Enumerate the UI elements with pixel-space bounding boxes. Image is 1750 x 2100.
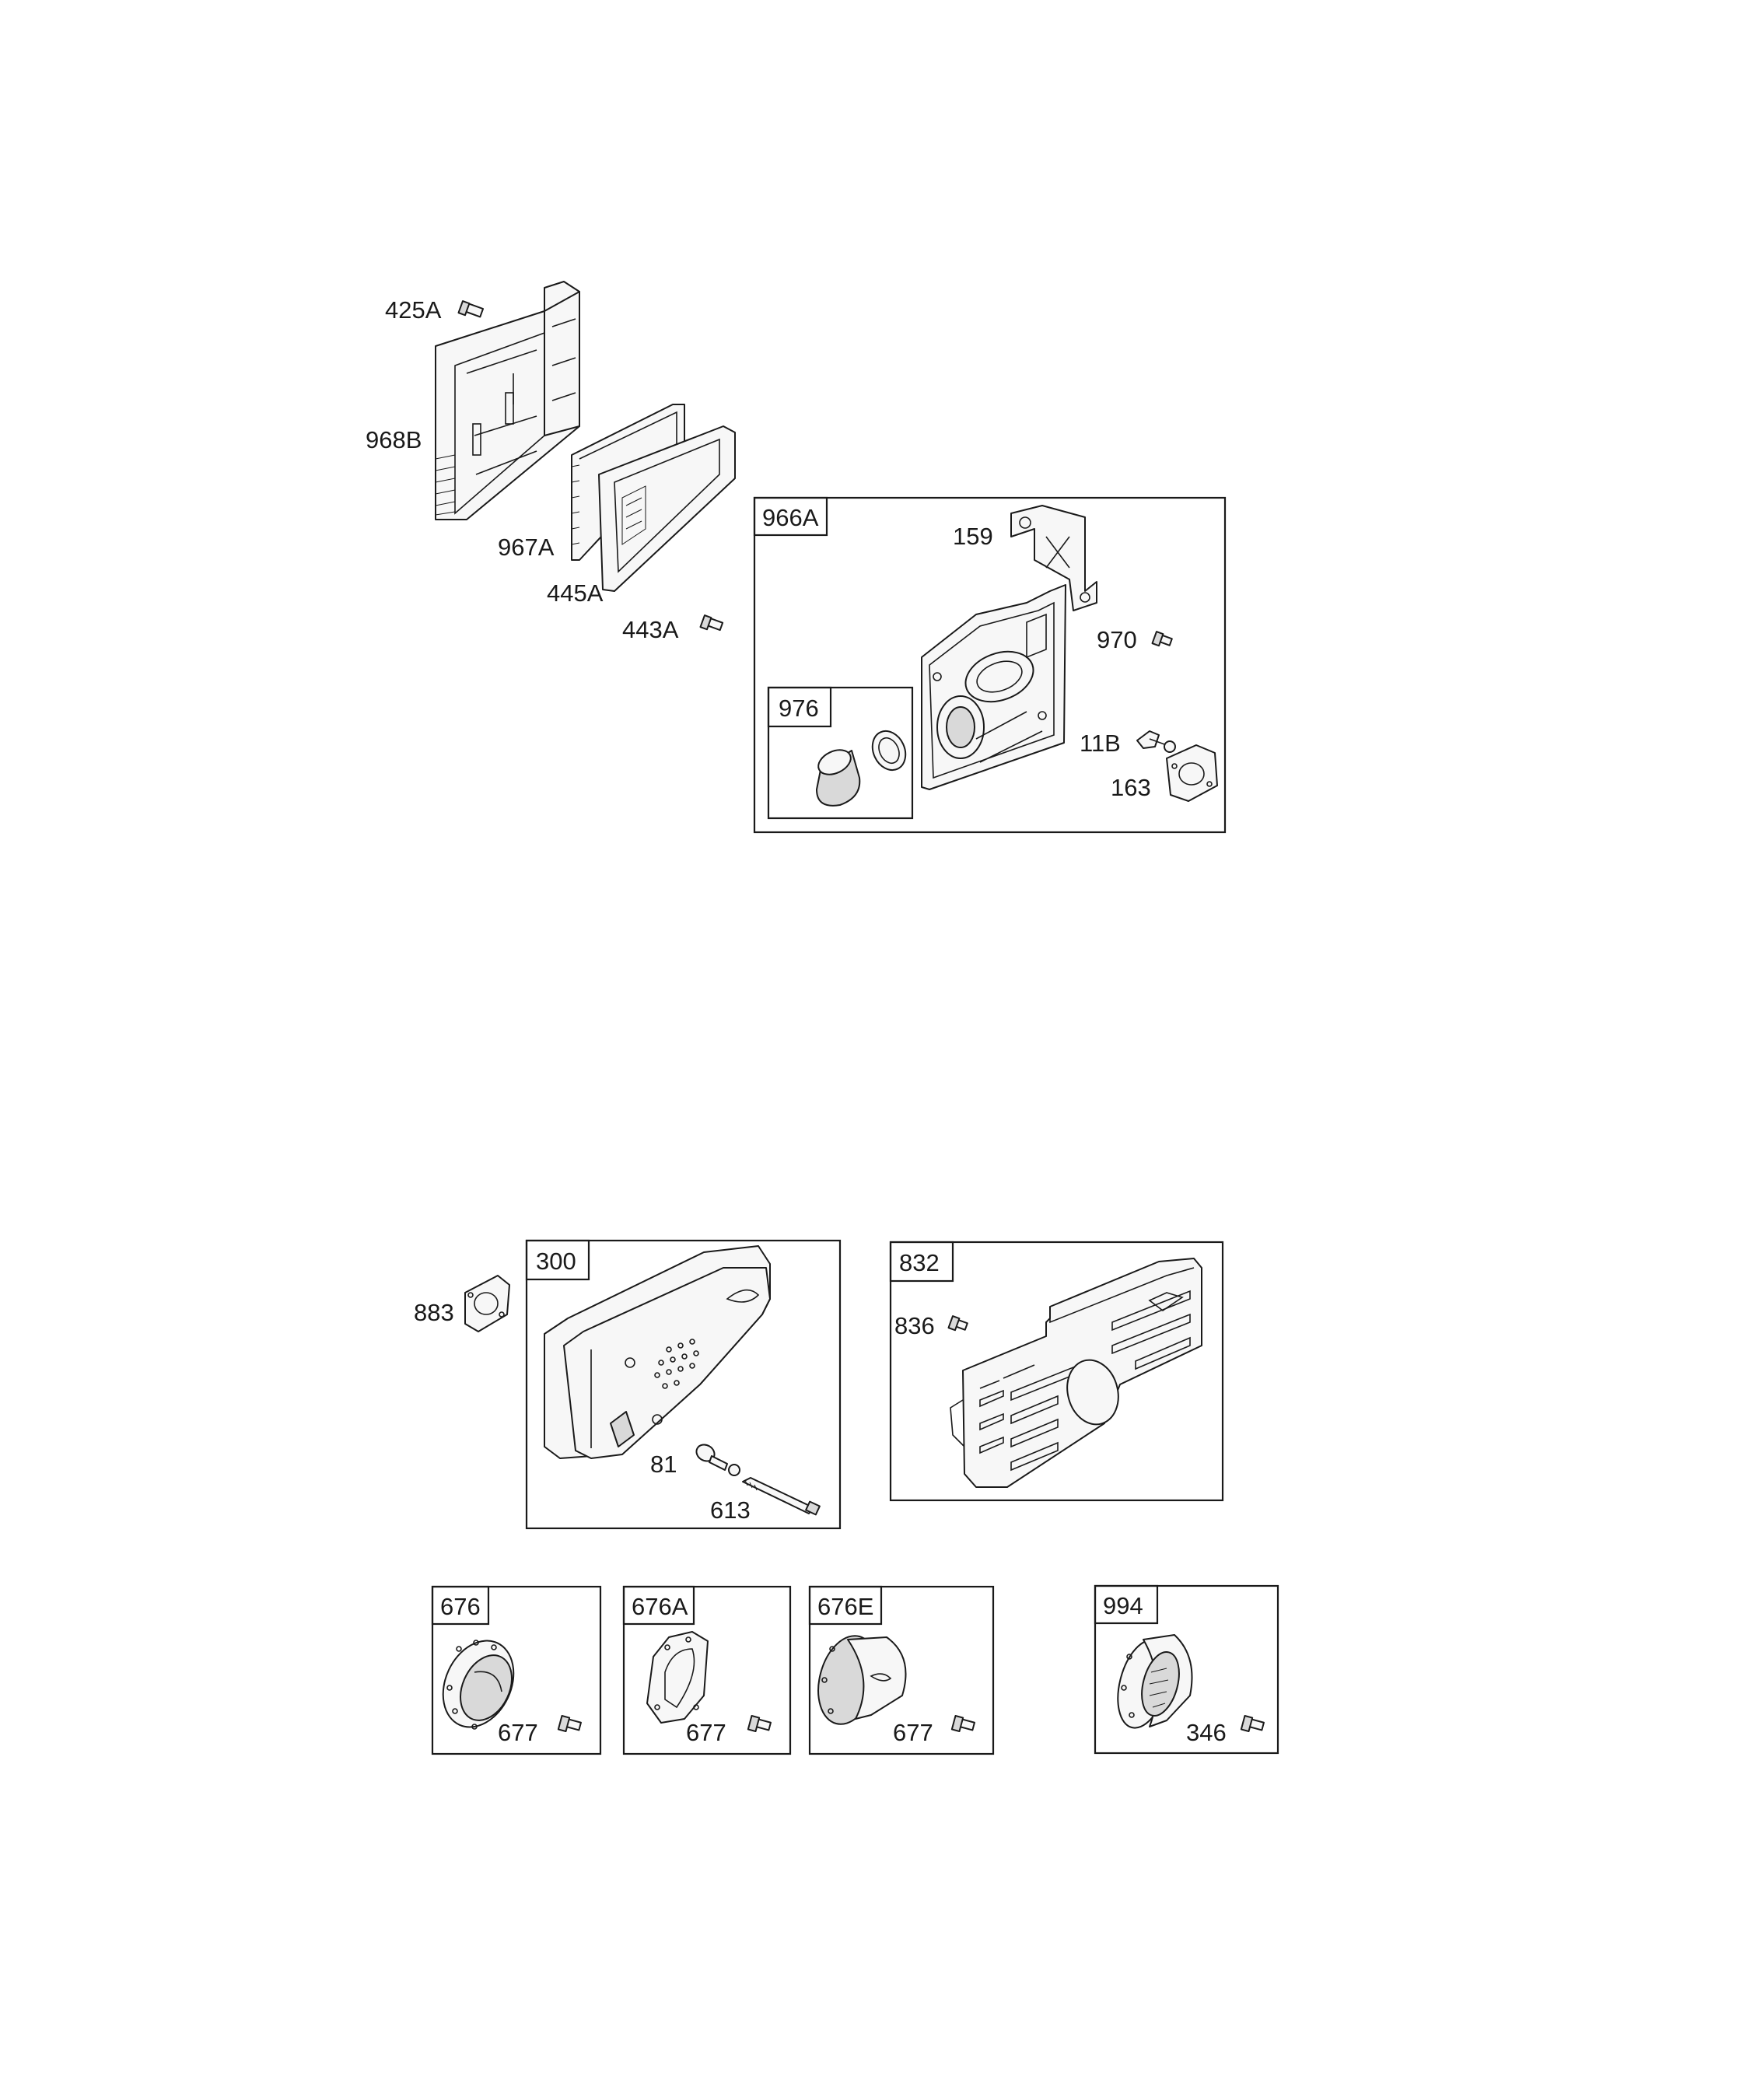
box-676-tab <box>431 1585 490 1626</box>
callout-677-c: 677 <box>893 1719 933 1746</box>
spark-arrester-994 <box>1117 1634 1193 1729</box>
callout-613: 613 <box>710 1496 751 1524</box>
box-300-tab <box>525 1239 590 1281</box>
box-label-994: 994 <box>1103 1592 1143 1619</box>
muffler-vent-holes <box>654 1339 699 1389</box>
guard-slots <box>979 1290 1191 1472</box>
box-994-tab <box>1094 1584 1159 1625</box>
box-676A <box>622 1585 792 1755</box>
callout-425A: 425A <box>385 296 442 324</box>
deflector-676A <box>646 1631 709 1724</box>
box-832-tab <box>889 1241 954 1283</box>
box-994 <box>1094 1584 1279 1755</box>
callout-836: 836 <box>894 1312 935 1339</box>
callout-346: 346 <box>1186 1719 1227 1746</box>
screw-346 <box>1240 1715 1265 1732</box>
screw-443A <box>699 614 724 632</box>
box-966A-tab <box>753 496 828 537</box>
box-label-676E: 676E <box>817 1593 873 1620</box>
callout-883: 883 <box>414 1299 454 1326</box>
clip-11B <box>1136 730 1176 753</box>
callout-967A: 967A <box>498 534 555 561</box>
filter-frame-445A <box>598 425 736 592</box>
callout-81: 81 <box>650 1451 677 1478</box>
box-label-832: 832 <box>899 1249 940 1276</box>
screw-677-b <box>747 1715 772 1732</box>
air-cleaner-plate <box>921 584 1066 790</box>
callout-443A: 443A <box>622 616 679 643</box>
deflector-676E <box>817 1635 907 1725</box>
box-976-tab <box>767 686 832 728</box>
stud-613 <box>742 1477 821 1516</box>
box-676A-tab <box>622 1585 695 1626</box>
callout-445A: 445A <box>547 579 604 607</box>
gasket-883 <box>464 1275 510 1332</box>
callout-11B: 11B <box>1080 730 1121 757</box>
box-966A <box>753 496 1227 834</box>
gasket-163 <box>1166 744 1218 802</box>
box-832 <box>889 1241 1224 1502</box>
air-cleaner-base-968B <box>435 281 580 520</box>
box-label-676A: 676A <box>632 1593 688 1620</box>
screw-836 <box>947 1315 968 1332</box>
bracket-159 <box>1010 505 1097 611</box>
box-label-966A: 966A <box>762 504 819 531</box>
callout-970: 970 <box>1097 626 1137 653</box>
muffler-guard-832 <box>950 1258 1202 1488</box>
box-976 <box>767 686 914 820</box>
callout-968B: 968B <box>366 426 422 453</box>
deflector-676 <box>442 1640 515 1730</box>
box-676E-tab <box>808 1585 883 1626</box>
muffler-300 <box>544 1245 771 1459</box>
screw-970 <box>1151 631 1173 647</box>
box-676 <box>431 1585 602 1755</box>
fuel-cap-976 <box>816 730 907 807</box>
screw-425A <box>457 300 485 318</box>
box-label-300: 300 <box>536 1248 576 1275</box>
screw-677-c <box>950 1715 975 1732</box>
callout-677-a: 677 <box>498 1719 538 1746</box>
callout-163: 163 <box>1111 774 1151 801</box>
callout-159: 159 <box>953 523 993 550</box>
box-300 <box>525 1239 842 1530</box>
screw-677-a <box>557 1715 582 1732</box>
box-676E <box>808 1585 995 1755</box>
box-label-976: 976 <box>779 695 819 722</box>
callout-677-b: 677 <box>686 1719 726 1746</box>
box-label-676: 676 <box>440 1593 481 1620</box>
washer-81 <box>695 1444 740 1476</box>
